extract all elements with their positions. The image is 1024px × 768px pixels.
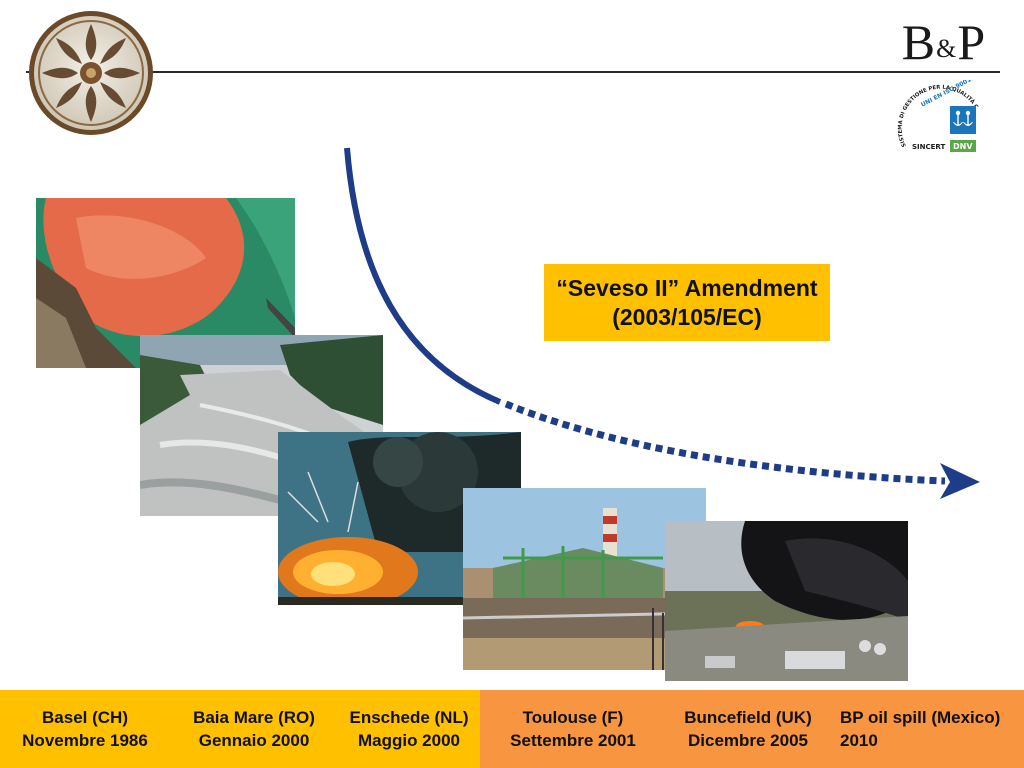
- header-divider: [26, 71, 1000, 73]
- timeline-item-enschede: Enschede (NL) Maggio 2000: [338, 690, 480, 768]
- timeline-place: Toulouse (F): [522, 708, 624, 727]
- timeline-date: Novembre 1986: [22, 731, 148, 750]
- sincert-label: SINCERT: [912, 143, 945, 151]
- amendment-title: “Seveso II” Amendment: [556, 274, 818, 301]
- timeline-date: Settembre 2001: [510, 731, 636, 750]
- timeline-item-toulouse: Toulouse (F) Settembre 2001: [480, 690, 666, 768]
- timeline-item-bp-oil-spill: BP oil spill (Mexico) 2010: [830, 690, 1024, 768]
- anchor-icon: [953, 110, 973, 126]
- seveso-amendment-box: “Seveso II” Amendment (2003/105/EC): [544, 264, 830, 341]
- timeline-place: BP oil spill (Mexico): [840, 708, 1001, 727]
- timeline-date: Dicembre 2005: [687, 731, 809, 750]
- timeline-place: Buncefield (UK): [684, 708, 812, 727]
- timeline-item-baia-mare: Baia Mare (RO) Gennaio 2000: [170, 690, 338, 768]
- arrow-head-icon: [940, 463, 980, 499]
- timeline-item-basel: Basel (CH) Novembre 1986: [0, 690, 170, 768]
- logo-letter-p: P: [957, 14, 987, 70]
- dnv-label: DNV: [953, 142, 973, 151]
- timeline-place: Basel (CH): [42, 708, 128, 727]
- photo-buncefield-fire: [665, 521, 908, 681]
- rosette-emblem: [28, 10, 154, 136]
- logo-ampersand: &: [936, 34, 958, 63]
- logo-letter-b: B: [901, 14, 937, 70]
- iso-certification-badge: SISTEMA DI GESTIONE PER LA QUALITÀ CERTI…: [890, 67, 989, 158]
- timeline-place: Enschede (NL): [349, 708, 469, 727]
- timeline-place: Baia Mare (RO): [193, 708, 315, 727]
- timeline-date: Maggio 2000: [357, 731, 461, 750]
- timeline-date: 2010: [840, 731, 878, 750]
- timeline-item-buncefield: Buncefield (UK) Dicembre 2005: [666, 690, 830, 768]
- incident-timeline: Basel (CH) Novembre 1986 Baia Mare (RO) …: [0, 690, 1024, 768]
- timeline-date: Gennaio 2000: [198, 731, 310, 750]
- amendment-code: (2003/105/EC): [612, 303, 762, 330]
- bp-logo: B&P: [898, 14, 990, 74]
